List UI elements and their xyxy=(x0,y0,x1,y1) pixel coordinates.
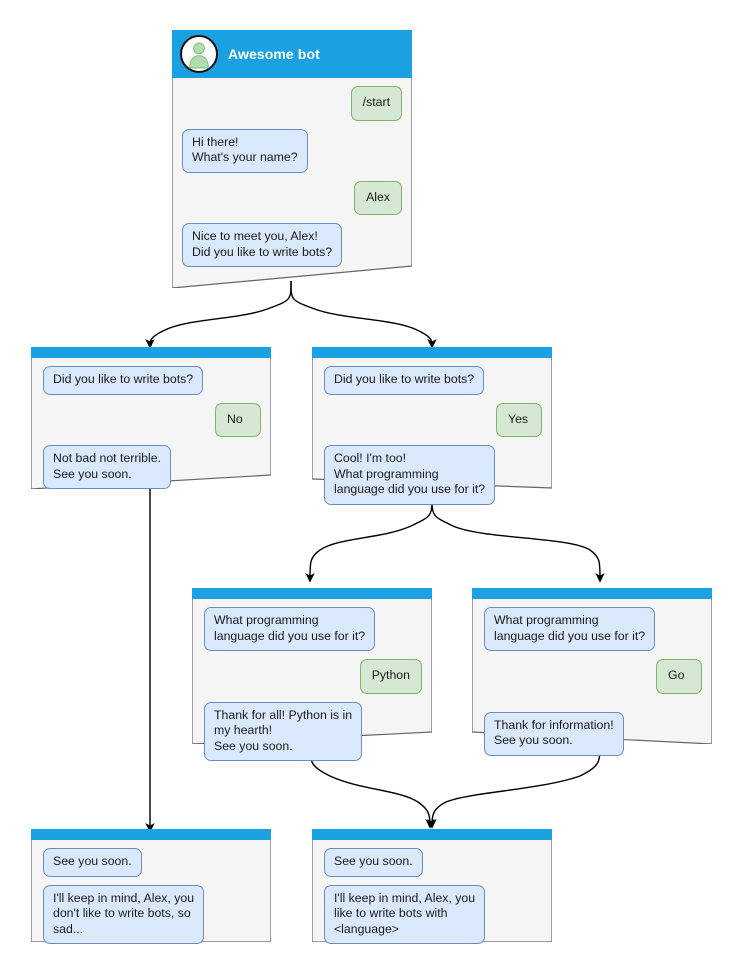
user-message-bubble: Alex xyxy=(354,180,402,215)
message-row: /start xyxy=(182,86,402,121)
node-answer-yes-titlebar xyxy=(312,347,552,358)
user-message-bubble: No xyxy=(215,402,261,437)
message-row: What programming language did you use fo… xyxy=(204,607,422,651)
node-start-chat: /start Hi there! What's your name? Alex … xyxy=(172,78,412,275)
node-answer-no-chat: Did you like to write bots? No Not bad n… xyxy=(31,358,271,497)
node-lang-python-titlebar xyxy=(192,588,432,599)
node-lang-go-body: What programming language did you use fo… xyxy=(472,588,712,756)
message-row: Alex xyxy=(182,180,402,215)
message-row: I'll keep in mind, Alex, you don't like … xyxy=(43,884,261,944)
bot-message-bubble: Thank for information! See you soon. xyxy=(484,711,624,756)
person-avatar-icon xyxy=(180,35,218,73)
node-start[interactable]: Awesome bot /start Hi there! What's your… xyxy=(172,30,412,288)
bot-message-bubble: I'll keep in mind, Alex, you like to wri… xyxy=(324,884,486,944)
node-answer-no-titlebar xyxy=(31,347,271,358)
bot-message-bubble: What programming language did you use fo… xyxy=(484,607,656,651)
node-answer-no-body: Did you like to write bots? No Not bad n… xyxy=(31,347,271,489)
node-end-happy-titlebar xyxy=(312,829,552,840)
node-start-body: Awesome bot /start Hi there! What's your… xyxy=(172,30,412,288)
node-answer-yes[interactable]: Did you like to write bots? Yes Cool! I'… xyxy=(312,347,552,505)
node-answer-yes-chat: Did you like to write bots? Yes Cool! I'… xyxy=(312,358,552,513)
bot-message-bubble: See you soon. xyxy=(43,848,142,877)
message-row: Did you like to write bots? xyxy=(43,366,261,395)
message-row: Yes xyxy=(324,402,546,437)
node-end-happy[interactable]: See you soon. I'll keep in mind, Alex, y… xyxy=(312,829,552,944)
edge-start-to-yes xyxy=(290,280,437,349)
message-row: Cool! I'm too! What programming language… xyxy=(324,445,542,505)
node-answer-yes-body: Did you like to write bots? Yes Cool! I'… xyxy=(312,347,552,505)
bot-message-bubble: Thank for all! Python is in my hearth! S… xyxy=(204,701,363,761)
node-lang-python[interactable]: What programming language did you use fo… xyxy=(192,588,432,761)
node-end-sad-titlebar xyxy=(31,829,271,840)
message-row: I'll keep in mind, Alex, you like to wri… xyxy=(324,884,542,944)
message-row: See you soon. xyxy=(324,848,542,877)
bot-message-bubble: I'll keep in mind, Alex, you don't like … xyxy=(43,884,205,944)
bot-message-bubble: See you soon. xyxy=(324,848,423,877)
bot-message-bubble: Cool! I'm too! What programming language… xyxy=(324,445,496,505)
message-row: Thank for information! See you soon. xyxy=(484,711,702,756)
bot-message-bubble: Hi there! What's your name? xyxy=(182,128,308,173)
node-lang-go-chat: What programming language did you use fo… xyxy=(472,599,712,764)
node-start-titlebar: Awesome bot xyxy=(172,30,412,78)
node-end-sad-body: See you soon. I'll keep in mind, Alex, y… xyxy=(31,829,271,944)
node-lang-python-body: What programming language did you use fo… xyxy=(192,588,432,761)
bot-name-label: Awesome bot xyxy=(228,46,320,62)
message-row: Nice to meet you, Alex! Did you like to … xyxy=(182,223,402,267)
node-end-sad[interactable]: See you soon. I'll keep in mind, Alex, y… xyxy=(31,829,271,944)
message-row: Thank for all! Python is in my hearth! S… xyxy=(204,701,422,761)
node-lang-go-titlebar xyxy=(472,588,712,599)
node-end-happy-chat: See you soon. I'll keep in mind, Alex, y… xyxy=(312,840,552,952)
message-row: Go xyxy=(484,659,706,694)
node-lang-go[interactable]: What programming language did you use fo… xyxy=(472,588,712,756)
user-message-bubble: Python xyxy=(359,659,422,694)
user-message-bubble: Go xyxy=(656,659,702,694)
user-message-bubble: Yes xyxy=(496,402,542,437)
message-row: What programming language did you use fo… xyxy=(484,607,702,651)
message-row: See you soon. xyxy=(43,848,261,877)
bot-message-bubble: Not bad not terrible. See you soon. xyxy=(43,445,172,489)
message-row: Not bad not terrible. See you soon. xyxy=(43,445,261,489)
message-row: No xyxy=(43,402,265,437)
node-end-happy-body: See you soon. I'll keep in mind, Alex, y… xyxy=(312,829,552,944)
bot-message-bubble: What programming language did you use fo… xyxy=(204,607,376,651)
user-message-bubble: /start xyxy=(350,86,402,121)
bot-message-bubble: Nice to meet you, Alex! Did you like to … xyxy=(182,223,343,267)
message-row: Hi there! What's your name? xyxy=(182,128,402,173)
edge-start-to-no xyxy=(145,280,292,349)
node-lang-python-chat: What programming language did you use fo… xyxy=(192,599,432,769)
message-row: Did you like to write bots? xyxy=(324,366,542,395)
node-end-sad-chat: See you soon. I'll keep in mind, Alex, y… xyxy=(31,840,271,952)
message-row: Python xyxy=(204,659,426,694)
node-answer-no[interactable]: Did you like to write bots? No Not bad n… xyxy=(31,347,271,489)
bot-message-bubble: Did you like to write bots? xyxy=(324,366,485,395)
bot-message-bubble: Did you like to write bots? xyxy=(43,366,204,395)
